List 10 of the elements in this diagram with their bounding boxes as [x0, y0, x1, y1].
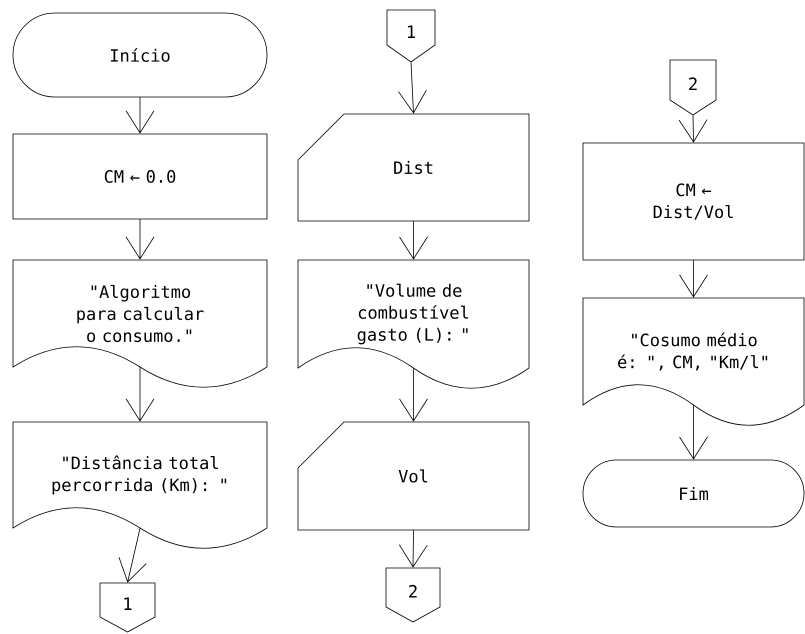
off-page-connector: 1: [386, 10, 436, 62]
off-page-connector: 2: [670, 60, 716, 116]
off-page-connector: 1: [100, 582, 156, 632]
process-box: CM ← 0.0: [12, 134, 268, 220]
document-shape: "Volume de combustível gasto (L): ": [298, 260, 530, 389]
document-shape: "Distância total percorrida (Km): ": [12, 422, 268, 549]
document-shape: "Algoritmo para calcular o consumo.": [12, 260, 268, 388]
off-page-connector: 2: [386, 568, 440, 622]
process-box: CM ← Dist/Vol: [582, 142, 804, 260]
document-shape: "Cosumo médio é: ", CM, "Km/l": [582, 298, 804, 426]
